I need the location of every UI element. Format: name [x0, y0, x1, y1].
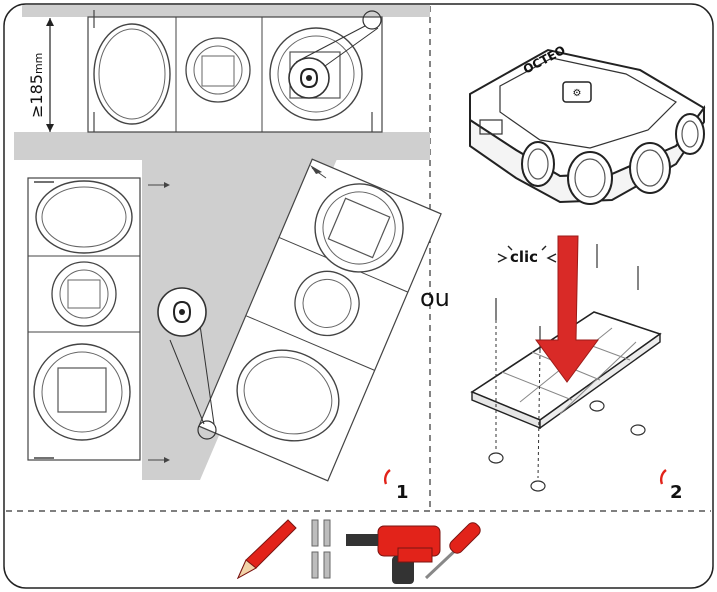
wall-mount-view [14, 152, 442, 482]
or-label: ou [420, 284, 450, 312]
drill-icon [346, 525, 441, 584]
step-1-marker: 1 [383, 469, 409, 503]
svg-text:⚙: ⚙ [573, 88, 582, 99]
diagram-frame [3, 3, 714, 589]
push-arrow [535, 235, 599, 383]
clic-label: clic [510, 248, 538, 266]
bracket-illustration: clic [470, 235, 662, 492]
ceiling-mount-view: ≥185mm [14, 5, 430, 152]
product-illustration: ⚙ OCTEO [469, 43, 706, 205]
clearance-label: ≥185mm [27, 53, 46, 118]
pencil-icon [236, 519, 297, 580]
floor-slab [14, 132, 430, 152]
screwdriver-icon [424, 522, 481, 580]
tools-row [236, 519, 481, 584]
svg-text:1: 1 [396, 482, 409, 503]
wall-plug-icon [311, 519, 331, 579]
ceiling-slab [22, 5, 430, 17]
step-2-marker: 2 [659, 469, 683, 503]
svg-text:2: 2 [670, 482, 683, 503]
